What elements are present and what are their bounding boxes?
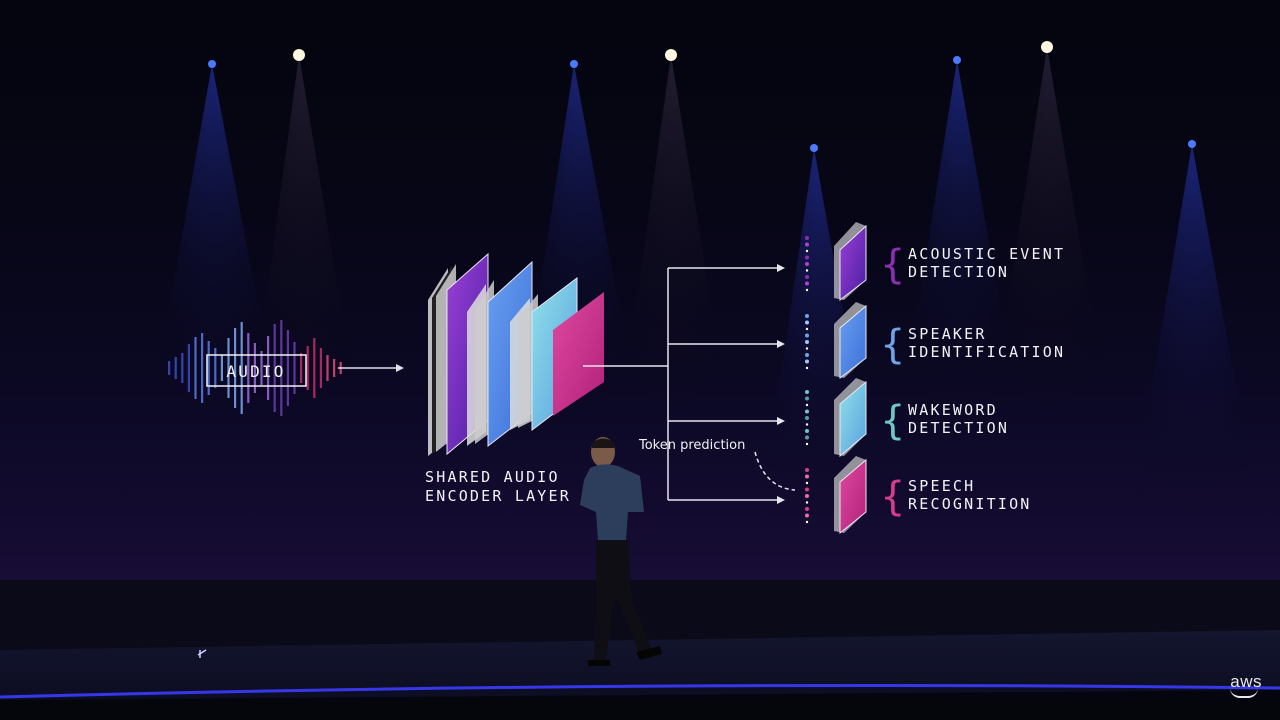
waveform-bar xyxy=(280,320,283,416)
token-dot xyxy=(805,281,809,286)
audio-waveform xyxy=(168,320,342,416)
waveform-bar xyxy=(214,348,217,388)
task-speech-line2: RECOGNITION xyxy=(908,495,1032,513)
waveform-bar xyxy=(240,322,243,414)
token-dot xyxy=(805,481,809,485)
token-dot xyxy=(805,501,809,504)
aws-logo: aws xyxy=(1230,672,1262,691)
waveform-bar xyxy=(168,361,171,375)
token-dot xyxy=(805,359,809,364)
token-dot xyxy=(805,442,809,446)
task-head-wakeword xyxy=(834,378,867,458)
brace-acoustic: { xyxy=(880,242,905,288)
waveform-bar xyxy=(174,357,177,379)
floor-mark xyxy=(197,649,207,658)
task-head-speaker xyxy=(834,302,867,380)
task-speech-line1: SPEECH xyxy=(908,477,975,495)
waveform-bar xyxy=(194,337,197,399)
token-dot xyxy=(805,494,809,498)
waveform-bar xyxy=(293,342,296,394)
token-dot xyxy=(805,429,809,433)
spotlight-lamps xyxy=(208,41,1196,152)
task-acoustic-line1: ACOUSTIC EVENT xyxy=(908,245,1065,263)
token-dot xyxy=(805,423,809,426)
token-dot xyxy=(805,242,809,247)
token-dot xyxy=(805,390,809,394)
branch-connectors xyxy=(583,267,796,501)
token-dot xyxy=(805,409,809,414)
presenter xyxy=(580,437,662,666)
waveform-bar xyxy=(306,346,309,390)
waveform-bar xyxy=(181,353,184,383)
waveform-bar xyxy=(247,333,250,403)
audio-box xyxy=(206,354,307,387)
waveform-bar xyxy=(333,359,336,377)
task-acoustic-line2: DETECTION xyxy=(908,263,1009,281)
task-head-acoustic xyxy=(834,222,867,302)
task-head-speech xyxy=(834,456,867,535)
token-dot xyxy=(805,353,809,357)
waveform-bar xyxy=(187,344,190,392)
waveform-bar xyxy=(234,328,237,408)
waveform-bar xyxy=(220,355,223,381)
task-speaker-line1: SPEAKER xyxy=(908,325,987,343)
token-dot xyxy=(805,507,809,511)
token-dot xyxy=(805,275,809,279)
token-dot xyxy=(805,269,809,272)
waveform-bar xyxy=(267,336,270,400)
waveform-bar xyxy=(201,333,204,403)
encoder-label-line2: ENCODER LAYER xyxy=(425,487,571,505)
token-dot xyxy=(805,487,809,492)
token-prediction-label: Token prediction xyxy=(638,438,745,453)
brace-speaker: { xyxy=(880,322,905,368)
waveform-bar xyxy=(253,343,256,393)
token-dot xyxy=(805,340,809,344)
waveform-bar xyxy=(227,338,230,398)
token-dot xyxy=(805,249,809,253)
branch-arrowheads xyxy=(777,264,785,504)
encoder-layer-magenta xyxy=(553,292,604,416)
token-dot xyxy=(805,236,809,240)
token-dot xyxy=(805,327,809,331)
token-dot xyxy=(805,320,809,325)
token-dot xyxy=(805,314,809,318)
waveform-bar xyxy=(313,338,316,398)
token-dot xyxy=(805,513,809,518)
waveform-bar xyxy=(260,351,263,385)
encoder-label-line1: SHARED AUDIO xyxy=(425,468,560,486)
token-dot xyxy=(805,474,809,479)
audio-arrow xyxy=(338,364,404,372)
waveform-bar xyxy=(207,341,210,395)
waveform-bar xyxy=(286,330,289,406)
waveform-bar xyxy=(273,324,276,412)
token-dot xyxy=(805,435,809,440)
token-dot xyxy=(805,366,809,370)
brace-wakeword: { xyxy=(880,398,905,444)
aws-smile-icon xyxy=(1230,688,1258,698)
token-dot xyxy=(805,416,809,420)
token-dot xyxy=(805,520,809,524)
token-dot xyxy=(805,262,809,266)
token-dots xyxy=(805,236,809,524)
waveform-bar xyxy=(300,353,303,383)
brace-speech: { xyxy=(880,474,905,520)
token-dot xyxy=(805,347,809,350)
task-wakeword-line2: DETECTION xyxy=(908,419,1009,437)
token-dot xyxy=(805,396,809,401)
task-speaker-line2: IDENTIFICATION xyxy=(908,343,1065,361)
task-labels: { ACOUSTIC EVENT DETECTION { SPEAKER IDE… xyxy=(880,242,1065,520)
audio-label: AUDIO xyxy=(226,362,285,381)
token-dot xyxy=(805,333,809,338)
token-dot xyxy=(805,403,809,407)
token-dot xyxy=(805,288,809,292)
waveform-bar xyxy=(319,348,322,388)
token-dot xyxy=(805,255,809,260)
waveform-bar xyxy=(326,355,329,381)
task-wakeword-line1: WAKEWORD xyxy=(908,401,998,419)
token-dot xyxy=(805,468,809,472)
encoder-layers xyxy=(428,252,604,456)
